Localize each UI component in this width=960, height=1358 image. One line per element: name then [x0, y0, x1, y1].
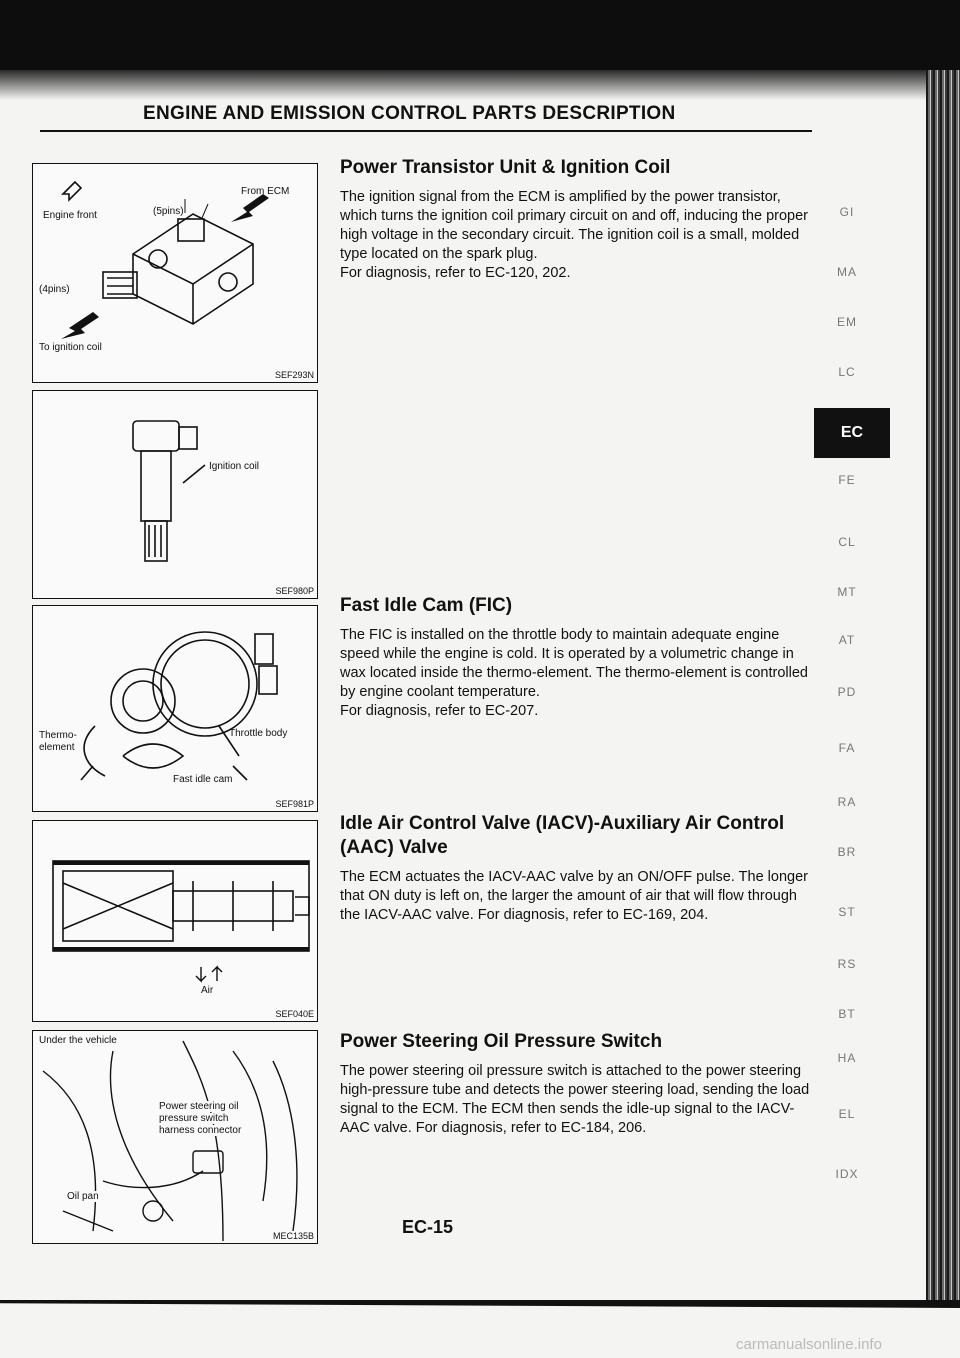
index-tab-fa[interactable]: FA: [838, 741, 856, 755]
section-body: The ignition signal from the ECM is ampl…: [340, 189, 809, 262]
top-scan-fade: [0, 70, 960, 100]
label-under-vehicle: Under the vehicle: [39, 1035, 117, 1046]
page-number: EC-15: [402, 1217, 454, 1237]
section-iacv-aac: Idle Air Control Valve (IACV)-Auxiliary …: [340, 812, 820, 925]
section-ref: For diagnosis, refer to EC-207.: [340, 703, 539, 719]
label-ps-switch: pressure switch: [159, 1113, 229, 1124]
index-tab-st[interactable]: ST: [838, 905, 856, 919]
section-body: The FIC is installed on the throttle bod…: [340, 627, 808, 700]
index-tab-fe[interactable]: FE: [838, 473, 856, 487]
index-tab-bt[interactable]: BT: [838, 1007, 856, 1021]
index-tab-lc[interactable]: LC: [838, 365, 856, 379]
index-tab-pd[interactable]: PD: [837, 685, 857, 699]
section-title: Power Transistor Unit & Ignition Coil: [340, 157, 671, 178]
figure-code: SEF293N: [274, 370, 314, 380]
right-scan-edge: [926, 70, 960, 1300]
figure-code: SEF040E: [275, 1009, 314, 1019]
throttle-body-illustration: [80, 631, 278, 781]
index-tab-at[interactable]: AT: [838, 633, 856, 647]
index-tab-gi[interactable]: GI: [839, 205, 855, 219]
figure-throttle-body: Thermo- element Throttle body Fast idle …: [32, 605, 318, 812]
index-tab-cl[interactable]: CL: [838, 535, 856, 549]
index-tab-ma[interactable]: MA: [837, 265, 857, 279]
label-oil-pan: Oil pan: [67, 1191, 99, 1202]
label-throttle-body: Throttle body: [229, 728, 288, 739]
index-tab-ec-active[interactable]: EC: [814, 408, 890, 458]
index-tab-el[interactable]: EL: [838, 1107, 856, 1121]
label-4pins: (4pins): [39, 284, 70, 295]
label-ps-harness: harness connector: [159, 1125, 242, 1136]
power-transistor-illustration: [61, 180, 269, 339]
figure-code: SEF980P: [275, 586, 314, 596]
label-5pins: (5pins): [153, 206, 184, 217]
label-ps-oil: Power steering oil: [159, 1101, 239, 1112]
ignition-coil-illustration: [132, 420, 206, 562]
page-header: ENGINE AND EMISSION CONTROL PARTS DESCRI…: [143, 103, 676, 124]
section-power-transistor: Power Transistor Unit & Ignition Coil Th…: [340, 156, 820, 283]
top-scan-band: [0, 0, 960, 70]
label-element: element: [39, 742, 75, 753]
header-rule: [40, 130, 812, 132]
ps-switch-illustration: [42, 1040, 298, 1242]
index-tab-br[interactable]: BR: [837, 845, 857, 859]
label-to-ignition-coil: To ignition coil: [39, 342, 102, 353]
label-air: Air: [201, 985, 214, 996]
index-tab-em[interactable]: EM: [837, 315, 857, 329]
index-tab-rs[interactable]: RS: [837, 957, 857, 971]
iacv-aac-valve-illustration: [52, 860, 310, 983]
figure-code: SEF981P: [275, 799, 314, 809]
figure-code: MEC135B: [272, 1231, 314, 1241]
label-fast-idle-cam: Fast idle cam: [173, 774, 233, 785]
figure-ps-oil-pressure-switch: Under the vehicle Power steering oil pre…: [32, 1030, 318, 1244]
section-title: Idle Air Control Valve (IACV)-Auxiliary …: [340, 813, 785, 858]
index-tab-ra[interactable]: RA: [837, 795, 857, 809]
figure-ignition-coil: Ignition coil SEF980P: [32, 390, 318, 599]
index-tab-ha[interactable]: HA: [837, 1051, 857, 1065]
section-fast-idle-cam: Fast Idle Cam (FIC) The FIC is installed…: [340, 594, 820, 721]
label-ignition-coil: Ignition coil: [209, 461, 260, 472]
watermark-text: carmanualsonline.info: [736, 1336, 882, 1353]
section-ps-switch: Power Steering Oil Pressure Switch The p…: [340, 1030, 820, 1138]
label-thermo: Thermo-: [39, 730, 77, 741]
index-tab-idx[interactable]: IDX: [835, 1167, 859, 1181]
label-from-ecm: From ECM: [241, 186, 290, 197]
section-body: The ECM actuates the IACV-AAC valve by a…: [340, 869, 808, 923]
bottom-scan-band: [0, 1300, 960, 1308]
figure-power-transistor: Engine front (5pins) From ECM (4pins) To…: [32, 163, 318, 383]
index-tab-mt[interactable]: MT: [837, 585, 857, 599]
label-engine-front: Engine front: [43, 210, 97, 221]
section-title: Power Steering Oil Pressure Switch: [340, 1031, 663, 1052]
section-ref: For diagnosis, refer to EC-120, 202.: [340, 265, 571, 281]
figure-iacv-aac-valve: Air SEF040E: [32, 820, 318, 1022]
section-body: The power steering oil pressure switch i…: [340, 1063, 810, 1136]
section-title: Fast Idle Cam (FIC): [340, 595, 513, 616]
